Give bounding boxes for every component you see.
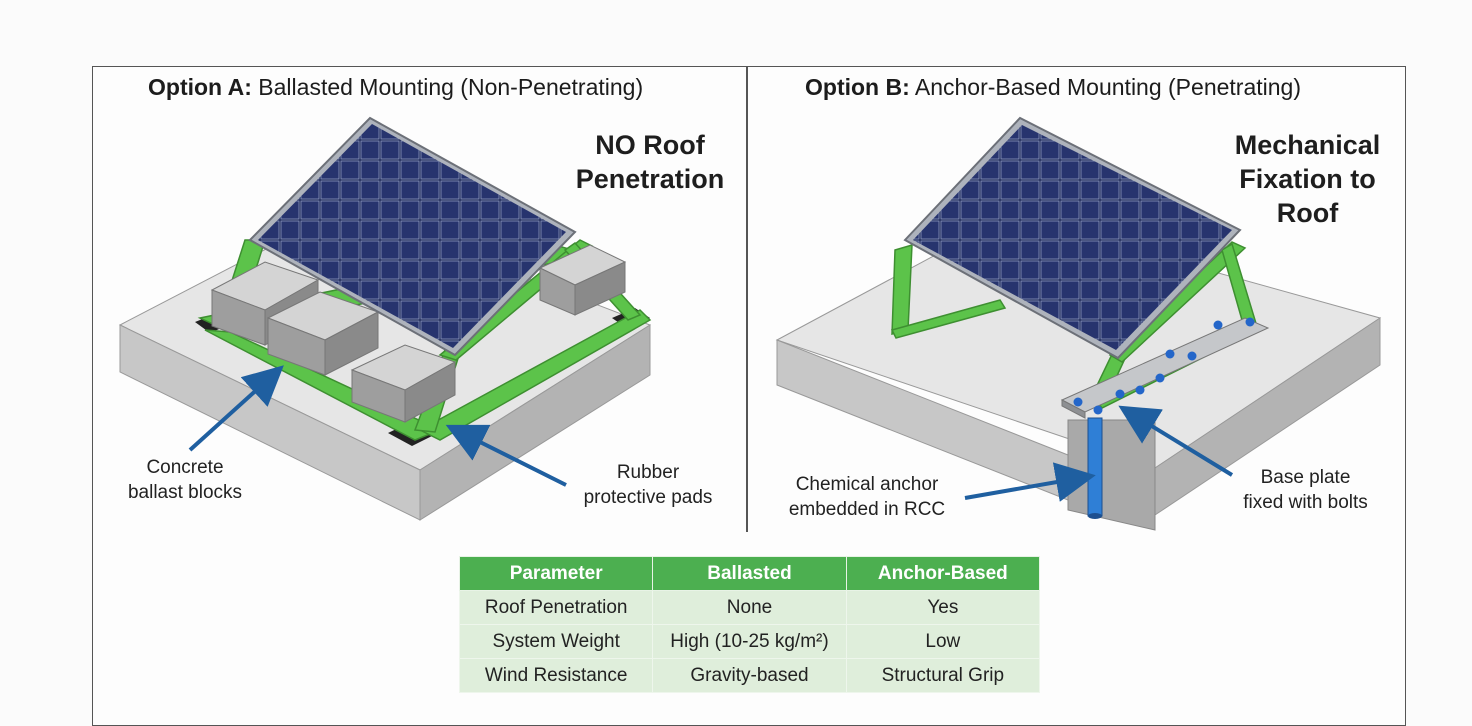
headline-a-line2: Penetration (575, 164, 725, 194)
pads-label-line1: Rubber (616, 462, 680, 483)
table-header-row: Parameter Ballasted Anchor-Based (458, 556, 1041, 591)
panel-b-headline: Mechanical Fixation to Roof (1225, 128, 1390, 230)
table-cell: None (652, 590, 847, 625)
ballast-callout-arrow (188, 365, 284, 452)
ballast-blocks (210, 244, 627, 423)
pads-callout-arrow (445, 424, 567, 487)
panel-b-title-bold: Option B: (805, 74, 910, 100)
base-plate (1060, 317, 1270, 419)
headline-b-line2: Fixation to (1239, 164, 1376, 194)
headline-b-line1: Mechanical (1234, 130, 1381, 160)
anchor-callout-arrow (964, 462, 1096, 502)
comparison-table: Parameter Ballasted Anchor-Based Roof Pe… (458, 556, 1041, 693)
chemical-anchor-label: Chemical anchor embedded in RCC (772, 472, 962, 522)
headline-b-line3: Roof (1276, 198, 1339, 228)
roof-slab-b (775, 214, 1382, 531)
table-cell: Gravity-based (652, 658, 847, 693)
panel-a-title: Option A: Ballasted Mounting (Non-Penetr… (148, 74, 643, 101)
header-parameter: Parameter (458, 556, 654, 591)
anchor-bolts (1073, 317, 1255, 415)
panel-divider (746, 66, 748, 532)
rubber-pads-label: Rubber protective pads (568, 460, 728, 510)
table-cell: Low (845, 624, 1041, 659)
table-cell: Roof Penetration (458, 590, 654, 625)
pads-label-line2: protective pads (583, 487, 713, 508)
table-row: Roof Penetration None Yes (458, 590, 1041, 625)
anchor-label-line1: Chemical anchor (795, 474, 939, 495)
ballast-label-line2: ballast blocks (127, 482, 243, 503)
plate-label-line1: Base plate (1260, 467, 1351, 488)
headline-a-line1: NO Roof (595, 130, 705, 160)
table-row: System Weight High (10-25 kg/m²) Low (458, 624, 1041, 659)
solar-panel-b (903, 116, 1242, 360)
chemical-anchor-rod (1087, 417, 1103, 519)
plate-label-line2: fixed with bolts (1243, 492, 1368, 513)
base-plate-label: Base plate fixed with bolts (1228, 465, 1383, 515)
ballast-blocks-label: Concrete ballast blocks (110, 455, 260, 505)
table-cell: High (10-25 kg/m²) (652, 624, 847, 659)
ballast-label-line1: Concrete (146, 457, 224, 478)
anchor-label-line2: embedded in RCC (788, 499, 946, 520)
solar-panel-a (248, 116, 577, 357)
table-cell: Wind Resistance (458, 658, 654, 693)
panel-b-title-rest: Anchor-Based Mounting (Penetrating) (914, 74, 1301, 100)
header-ballasted: Ballasted (652, 556, 847, 591)
header-anchor-based: Anchor-Based (845, 556, 1041, 591)
panel-b-title: Option B: Anchor-Based Mounting (Penetra… (805, 74, 1301, 101)
table-cell: System Weight (458, 624, 654, 659)
illustration-canvas (118, 116, 1382, 531)
panel-a-title-rest: Ballasted Mounting (Non-Penetrating) (258, 74, 644, 100)
panel-a-title-bold: Option A: (148, 74, 252, 100)
table-row: Wind Resistance Gravity-based Structural… (458, 658, 1041, 693)
table-cell: Yes (845, 590, 1041, 625)
plate-callout-arrow (1118, 405, 1234, 477)
table-cell: Structural Grip (845, 658, 1041, 693)
panel-a-headline: NO Roof Penetration (565, 128, 735, 196)
